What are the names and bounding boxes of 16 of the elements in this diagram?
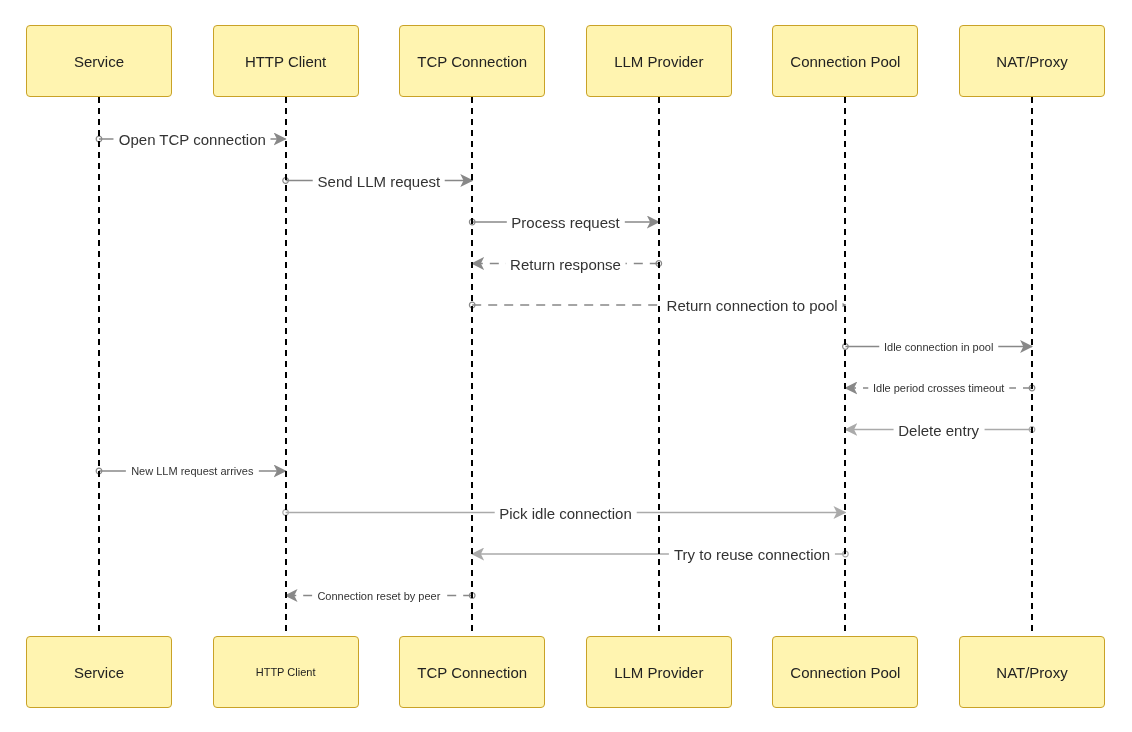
message-label: Idle period crosses timeout [867,382,1010,394]
participant-box: Connection Pool [772,636,919,708]
participant-box: HTTP Client [212,636,359,708]
participant-box: LLM Provider [585,25,732,97]
participant-box: NAT/Proxy [959,25,1105,97]
message-label: Return connection to pool [661,296,843,314]
participant-box: Connection Pool [772,25,919,97]
participant-box: Service [26,25,172,97]
participant-box: NAT/Proxy [959,636,1105,708]
participant-box: TCP Connection [399,25,546,97]
participant-box: LLM Provider [585,636,732,708]
participant-box: HTTP Client [212,25,359,97]
participant-box: Service [26,636,172,708]
message-label: New LLM request arrives [126,465,259,477]
message-label: Idle connection in pool [878,340,999,353]
participant-box: TCP Connection [399,636,546,708]
